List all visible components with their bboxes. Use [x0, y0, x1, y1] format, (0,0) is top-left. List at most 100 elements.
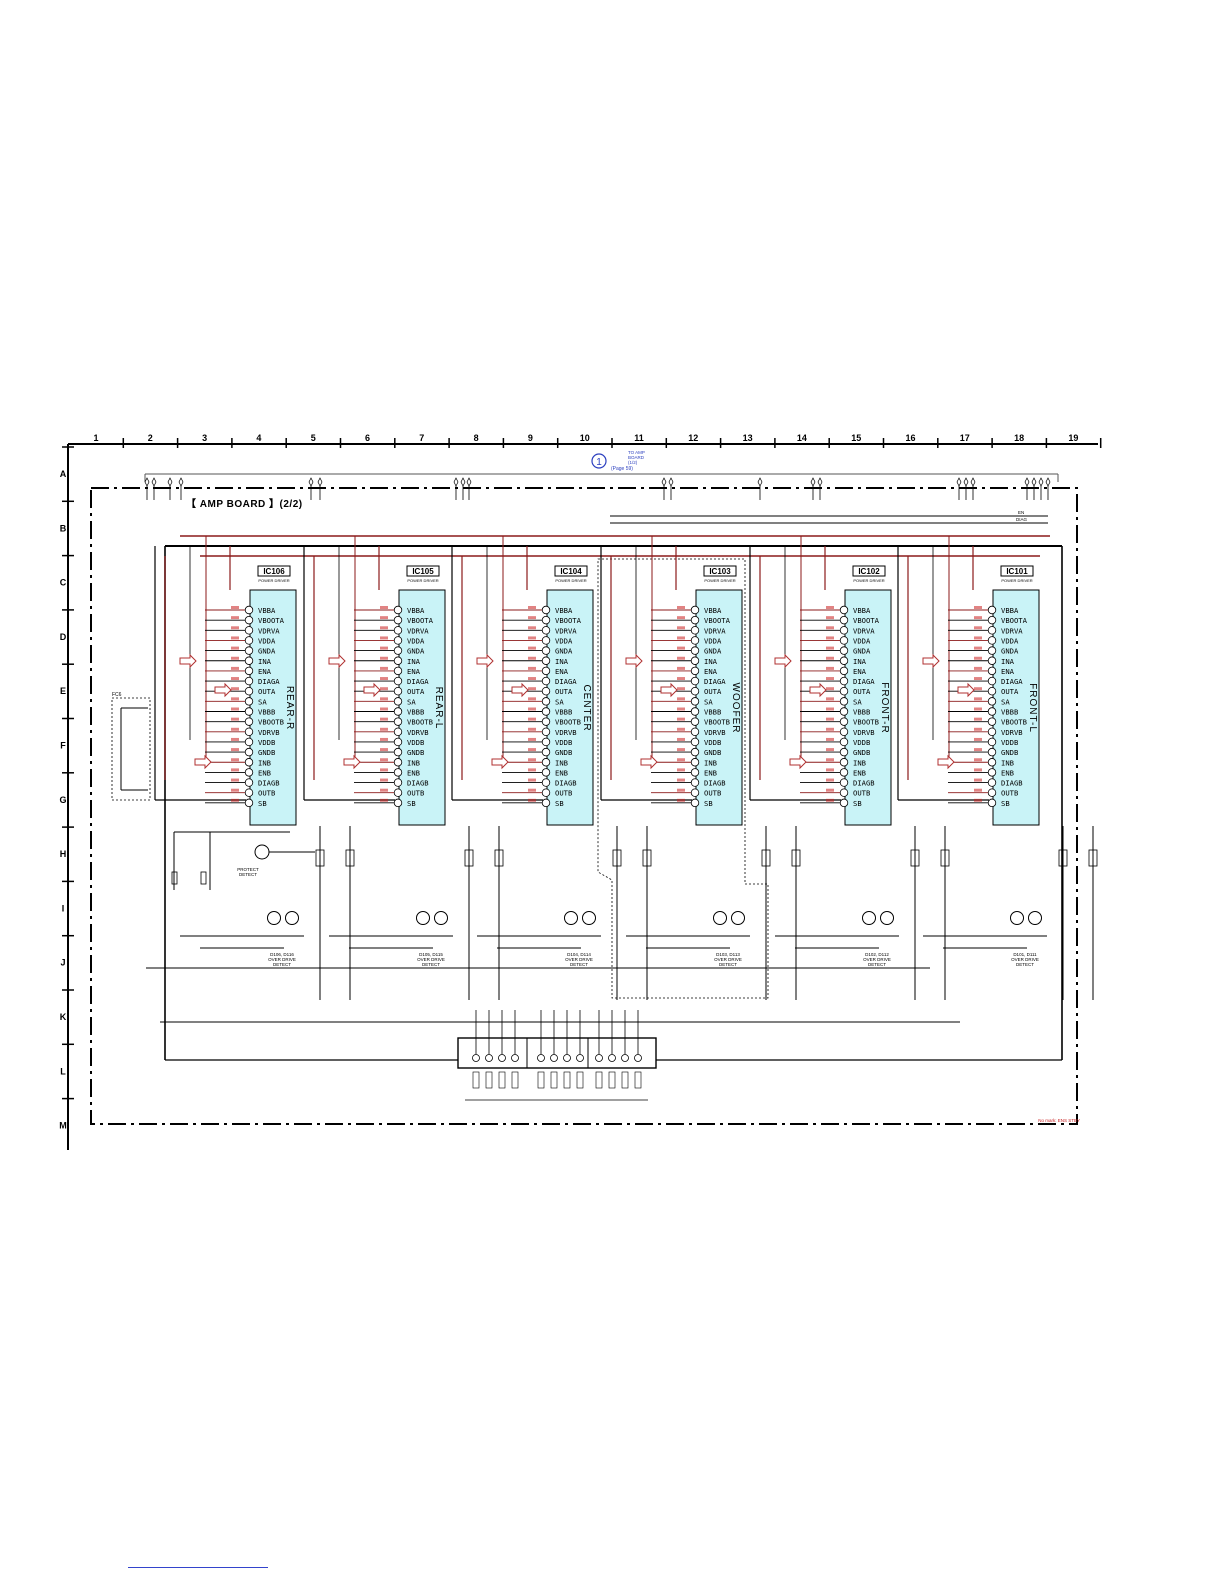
ic-pin-label: VDRVA	[704, 626, 726, 635]
overdrive-ref: D104, D114	[567, 952, 591, 957]
voltage-mark	[677, 687, 685, 691]
ic-subtitle: POWER DRIVER	[853, 578, 884, 583]
ic-pin-circle	[987, 615, 997, 625]
ic-pin-label: INA	[407, 657, 421, 666]
signal-arrow	[476, 653, 494, 669]
ic-pin-label: INA	[853, 657, 867, 666]
voltage-mark	[826, 677, 834, 681]
ic-pin-circle	[987, 717, 997, 726]
ic-pin-circle	[244, 727, 254, 736]
ic-pin-circle	[541, 605, 551, 615]
ic-pin-label: DIAGA	[555, 677, 577, 686]
ic-pin-circle	[690, 697, 700, 706]
ic-pin-circle	[690, 656, 700, 665]
ic-pin-label: INB	[704, 758, 717, 767]
ic-pin-circle	[987, 656, 997, 665]
fc6-block: FC6	[111, 692, 151, 801]
voltage-mark	[677, 666, 685, 670]
voltage-mark	[528, 788, 536, 792]
ic-pin-label: DIAGA	[407, 677, 429, 686]
ic-pin-label: SB	[704, 799, 713, 808]
voltage-mark	[974, 707, 982, 711]
footer-note: No mark: ENS STBY	[1038, 1118, 1080, 1123]
column-label: 3	[202, 433, 207, 443]
ic-pin-label: VBBA	[853, 606, 871, 615]
ic-pin-label: ENA	[1001, 667, 1015, 676]
voltage-mark	[380, 656, 388, 660]
voltage-mark	[826, 656, 834, 660]
ic-pin-label: DIAGB	[1001, 779, 1023, 788]
ic-pin-circle	[244, 666, 254, 676]
voltage-mark	[826, 666, 834, 670]
ic-pin-label: VBBA	[704, 606, 722, 615]
overdrive-label-line3: DETECT	[570, 962, 588, 967]
ic-pin-label: VBOOTB	[258, 718, 284, 727]
overdrive-label-line3: DETECT	[868, 962, 886, 967]
connector-tag	[634, 1071, 642, 1089]
ic-ref-box	[703, 565, 737, 577]
ic-pin-circle	[393, 626, 403, 635]
voltage-mark	[231, 636, 239, 640]
connector-tag	[576, 1071, 584, 1089]
ic-pin-label: VDDB	[555, 738, 572, 747]
ic-pin-label: VBOOTB	[853, 718, 879, 727]
voltage-mark	[380, 666, 388, 670]
signal-arrow	[214, 682, 232, 698]
signal-arrow	[789, 754, 807, 770]
ic-pin-label: VDDB	[258, 738, 275, 747]
ic-pin-label: ENB	[704, 768, 717, 777]
voltage-mark	[380, 626, 388, 630]
ic-pin-label: VDDB	[1001, 738, 1018, 747]
overdrive-transistor	[713, 911, 727, 925]
voltage-mark	[974, 616, 982, 620]
ic-ref: IC102	[858, 567, 880, 576]
voltage-mark	[974, 748, 982, 752]
connector-ref-line1: TO AMP	[628, 450, 645, 455]
output-inductor	[910, 849, 920, 867]
voltage-mark	[677, 788, 685, 792]
column-label: 2	[148, 433, 153, 443]
signal-arrow	[922, 653, 940, 669]
column-label: 14	[797, 433, 807, 443]
column-label: 11	[634, 433, 644, 443]
en-label: EN	[1018, 510, 1024, 515]
ic-pin-circle	[839, 646, 849, 655]
ic-ref-box	[852, 565, 886, 577]
voltage-mark	[380, 677, 388, 681]
connector-pin	[537, 1054, 545, 1062]
ic-pin-label: INA	[258, 657, 272, 666]
voltage-mark	[677, 707, 685, 711]
ic-pin-label: OUTB	[407, 789, 424, 798]
ic-pin-label: VBBB	[555, 708, 572, 717]
ic-pin-circle	[541, 687, 551, 696]
ic-pin-circle	[839, 666, 849, 676]
ic-pin-circle	[244, 788, 254, 797]
ic-pin-label: GNDB	[853, 748, 870, 757]
ic-pin-circle	[690, 778, 700, 787]
ic-pin-label: ENA	[555, 667, 569, 676]
ic-pin-label: ENA	[407, 667, 421, 676]
ic-channel-label: REAR-L	[433, 687, 444, 730]
ic-pin-label: SA	[1001, 697, 1010, 706]
voltage-mark	[677, 727, 685, 731]
overdrive-ref: D102, D112	[865, 952, 889, 957]
ic-pin-circle	[541, 747, 551, 757]
signal-arrow	[774, 653, 792, 669]
voltage-mark	[677, 768, 685, 772]
voltage-mark	[528, 727, 536, 731]
voltage-mark	[231, 646, 239, 650]
ic-pin-circle	[987, 707, 997, 716]
voltage-mark	[677, 737, 685, 741]
ic-pin-label: SA	[258, 697, 267, 706]
ic-ref-box	[406, 565, 440, 577]
connector-pin	[485, 1054, 493, 1062]
voltage-mark	[380, 778, 388, 782]
protect-label-line2: DETECT	[239, 872, 257, 877]
voltage-mark	[528, 687, 536, 691]
row-label: B	[60, 523, 67, 533]
ic-ref: IC105	[412, 567, 434, 576]
ic-pin-label: ENB	[853, 768, 866, 777]
voltage-mark	[231, 737, 239, 741]
